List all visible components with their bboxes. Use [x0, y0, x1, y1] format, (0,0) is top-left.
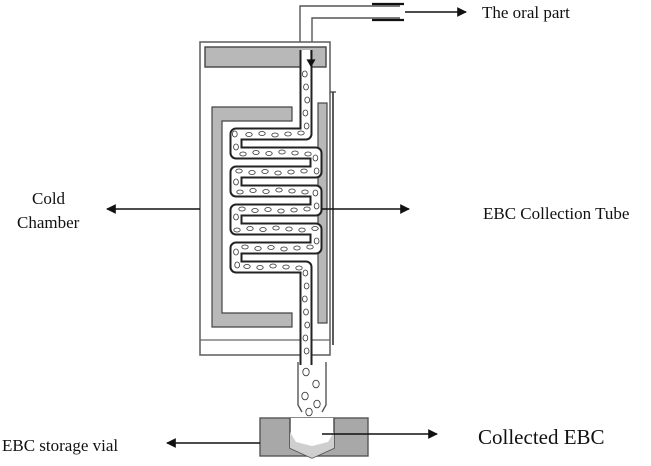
condensate-bubble	[301, 70, 308, 78]
condensate-bubble	[312, 189, 319, 197]
storage-vial-label: EBC storage vial	[2, 436, 118, 455]
condensate-bubble	[256, 265, 264, 270]
condensate-bubble	[313, 167, 320, 175]
condensate-bubble	[262, 189, 270, 194]
condensate-bubble	[272, 225, 280, 231]
condensate-bubble	[293, 245, 301, 251]
condensate-bubble	[298, 227, 306, 233]
inlet-pipe	[299, 5, 400, 45]
cold-chamber-left-wall	[211, 106, 293, 328]
condensate-bubble	[302, 109, 309, 117]
condensate-bubble	[243, 264, 251, 269]
condensate-bubble	[275, 187, 283, 193]
condensate-bubble	[259, 227, 267, 232]
condensate-bubble	[300, 168, 308, 174]
condensate-bubble	[291, 150, 299, 156]
cold-chamber-label-line2: Chamber	[17, 213, 80, 232]
condensate-bubble	[305, 407, 313, 417]
mouthpiece-fitting	[372, 2, 404, 22]
condensate-bubble	[252, 150, 260, 155]
condensate-bubble	[246, 226, 254, 231]
collected-ebc-liquid	[290, 432, 334, 458]
top-cap	[204, 46, 327, 68]
collection-tube-label: EBC Collection Tube	[483, 204, 629, 223]
condensate-bubble	[264, 207, 272, 212]
condensate-bubble	[251, 208, 259, 213]
condensate-bubble	[278, 149, 286, 155]
condensate-bubble	[269, 263, 277, 269]
condensate-bubble	[233, 143, 239, 151]
condensate-bubble	[232, 130, 238, 138]
condensate-bubble	[301, 295, 308, 303]
condensate-bubble	[245, 132, 253, 137]
condensate-bubble	[285, 226, 293, 232]
condensate-bubble	[249, 188, 257, 193]
condensate-bubble	[290, 207, 298, 213]
collected-ebc-label: Collected EBC	[478, 425, 605, 449]
condensate-bubble	[265, 151, 273, 156]
condensate-bubble	[236, 189, 244, 195]
outlet-tube	[297, 362, 327, 413]
condensate-bubble	[233, 227, 241, 233]
condensate-bubble	[254, 246, 262, 251]
condensate-bubble	[261, 169, 269, 174]
condensate-bubble	[306, 244, 314, 250]
condensate-bubble	[274, 170, 282, 176]
condensate-bubble	[241, 244, 249, 250]
condensate-bubble	[302, 367, 310, 377]
storage-vial	[259, 417, 369, 459]
condensate-bubble	[282, 264, 290, 270]
condensate-bubble	[238, 206, 246, 212]
condensate-bubble	[280, 246, 288, 252]
condensate-bubble	[235, 168, 243, 174]
condensate-bubble	[297, 130, 305, 136]
condensate-bubble	[233, 178, 239, 186]
condensate-bubble	[303, 282, 310, 290]
condensate-bubble	[313, 399, 321, 409]
condensate-bubble	[233, 213, 239, 221]
condensate-bubble	[303, 83, 309, 91]
condensate-bubble	[301, 189, 309, 195]
condensate-bubble	[302, 334, 309, 342]
condensate-bubble	[303, 308, 309, 316]
condensate-bubble	[304, 96, 311, 104]
cold-chamber-label-line1: Cold	[32, 189, 66, 208]
condensate-bubble	[295, 265, 303, 271]
condensate-bubble	[312, 154, 319, 162]
condensate-bubble	[271, 132, 279, 138]
condensate-bubble	[304, 151, 312, 157]
condensate-bubble	[233, 248, 239, 256]
condensate-bubble	[313, 237, 320, 245]
condensate-bubble	[303, 347, 310, 355]
condensate-bubble	[311, 226, 319, 231]
condensate-bubble	[312, 379, 320, 389]
condensate-bubble	[303, 206, 311, 212]
condensate-bubble	[288, 188, 296, 194]
condensate-bubble	[258, 131, 266, 136]
condensate-bubble	[284, 131, 292, 137]
condensate-bubble	[302, 269, 309, 277]
condensate-bubble	[287, 169, 295, 175]
flow-arrow-icon	[306, 50, 316, 68]
condensate-bubble	[313, 202, 320, 210]
condensate-bubble	[301, 391, 309, 401]
condensate-bubble	[304, 321, 311, 329]
condensate-bubble	[234, 261, 241, 269]
condensate-bubble	[239, 151, 247, 157]
condensate-bubble	[303, 122, 310, 130]
condensate-bubble	[277, 208, 285, 214]
condensate-bubble	[248, 170, 256, 175]
oral-part-label: The oral part	[482, 3, 570, 22]
condensate-bubble	[267, 245, 275, 250]
